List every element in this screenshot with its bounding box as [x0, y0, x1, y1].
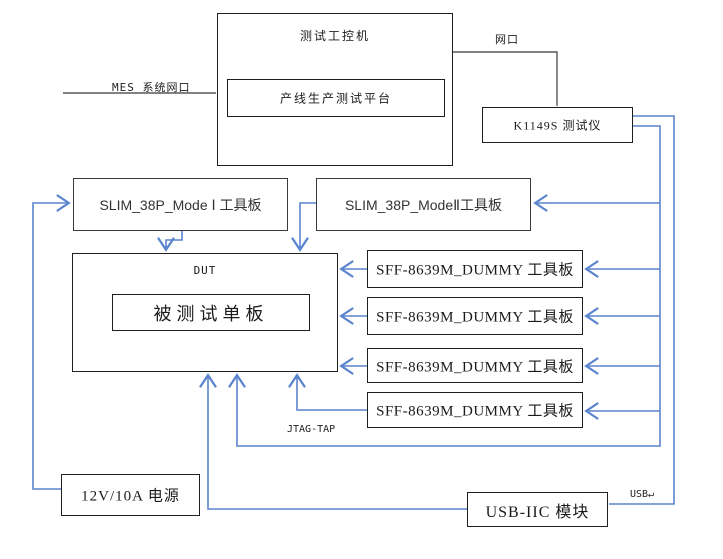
- node-board-under-test: 被测试单板: [112, 294, 310, 331]
- node-sff-8639m-dummy-tool-board-1: SFF-8639M_DUMMY 工具板: [367, 250, 583, 288]
- wire-power-to-slim1: [32, 194, 71, 490]
- node-sff-dummy-3-label: SFF-8639M_DUMMY 工具板: [376, 359, 574, 375]
- node-k1149s-tester-label: K1149S 测试仪: [513, 118, 602, 133]
- node-board-under-test-label: 被测试单板: [153, 303, 269, 324]
- node-production-line-test-platform-label: 产线生产测试平台: [279, 91, 392, 106]
- node-power-supply-label: 12V/10A 电源: [81, 488, 180, 505]
- node-sff-8639m-dummy-tool-board-4: SFF-8639M_DUMMY 工具板: [367, 392, 583, 428]
- label-mes-system-network-port: MES 系统网口: [112, 81, 191, 94]
- wire-slim1-to-dut: [157, 231, 183, 252]
- node-slim-38p-mode1-label: SLIM_38P_Mode Ⅰ 工具板: [99, 196, 262, 213]
- node-sff-dummy-2-label: SFF-8639M_DUMMY 工具板: [376, 309, 574, 326]
- node-test-industrial-pc-title: 测试工控机: [299, 29, 370, 43]
- node-sff-8639m-dummy-tool-board-3: SFF-8639M_DUMMY 工具板: [367, 348, 583, 383]
- node-sff-dummy-1-label: SFF-8639M_DUMMY 工具板: [376, 262, 574, 279]
- node-usb-iic-module-label: USB-IIC 模块: [485, 503, 590, 521]
- wire-slim2-to-dut: [291, 202, 316, 252]
- label-jtag-tap: JTAG-TAP: [287, 424, 336, 435]
- node-production-line-test-platform: 产线生产测试平台: [227, 79, 445, 117]
- wire-ipc-to-k1149s: [453, 51, 558, 106]
- wire-sff4-to-dut: [288, 373, 367, 411]
- label-usb: USB↵: [630, 489, 655, 500]
- node-slim-38p-mode1-tool-board: SLIM_38P_Mode Ⅰ 工具板: [73, 178, 288, 231]
- node-k1149s-tester: K1149S 测试仪: [482, 107, 633, 143]
- node-test-industrial-pc: 测试工控机 产线生产测试平台: [217, 13, 453, 166]
- node-sff-8639m-dummy-tool-board-2: SFF-8639M_DUMMY 工具板: [367, 297, 583, 335]
- node-12v-10a-power-supply: 12V/10A 电源: [61, 474, 200, 516]
- node-slim-38p-mode2-tool-board: SLIM_38P_ModeⅡ工具板: [316, 178, 531, 231]
- label-network-port: 网口: [495, 33, 519, 46]
- node-dut: DUT 被测试单板: [72, 253, 338, 372]
- node-usb-iic-module: USB-IIC 模块: [467, 492, 608, 527]
- node-slim-38p-mode2-label: SLIM_38P_ModeⅡ工具板: [344, 196, 503, 213]
- wire-k1149s-usb-to-usbiic: [609, 115, 675, 505]
- node-dut-title: DUT: [193, 264, 217, 277]
- node-sff-dummy-4-label: SFF-8639M_DUMMY 工具板: [376, 403, 574, 420]
